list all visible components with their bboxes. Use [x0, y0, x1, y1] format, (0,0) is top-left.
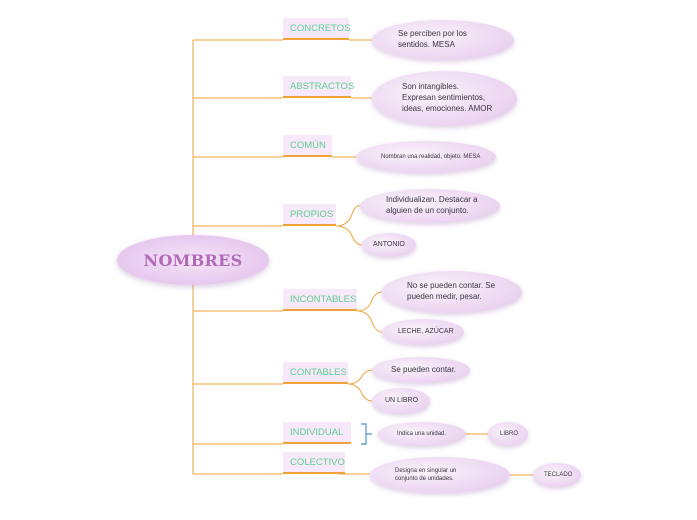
note-text: Nombran una realidad, objeto. MESA: [381, 153, 481, 160]
category-label: INDIVIDUAL: [290, 427, 344, 438]
note-comun[interactable]: Nombran una realidad, objeto. MESA: [356, 141, 496, 173]
note-text: Indica una unidad.: [397, 430, 447, 437]
category-incontables[interactable]: INCONTABLES: [283, 289, 357, 311]
note-incontables[interactable]: No se pueden contar. Se pueden medir, pe…: [382, 271, 522, 313]
category-concretos[interactable]: CONCRETOS: [283, 18, 351, 40]
category-label: COMÚN: [290, 140, 326, 151]
note-text: Designa en singular un conjunto de unida…: [395, 467, 457, 482]
category-label: COLECTIVO: [290, 457, 345, 468]
note-text: ANTONIO: [373, 241, 405, 249]
note-text: LECHE, AZÚCAR: [398, 328, 454, 336]
note-text: Son intangibles. Expresan sentimientos, …: [402, 82, 493, 113]
example-individual[interactable]: LIBRO: [488, 422, 528, 446]
note-text: Individualizan. Destacar a alguien de un…: [386, 195, 478, 215]
root-node-nombres[interactable]: NOMBRES: [117, 235, 269, 285]
note-abstractos[interactable]: Son intangibles. Expresan sentimientos, …: [372, 71, 517, 126]
note-text: Se perciben por los sentidos. MESA: [398, 29, 467, 49]
category-abstractos[interactable]: ABSTRACTOS: [283, 76, 355, 98]
example-incontables[interactable]: LECHE, AZÚCAR: [382, 319, 464, 345]
note-text: Se pueden contar.: [391, 364, 456, 374]
note-individual[interactable]: Indica una unidad.: [378, 422, 466, 446]
category-label: INCONTABLES: [290, 294, 357, 305]
category-propios[interactable]: PROPIOS: [283, 204, 336, 226]
category-colectivo[interactable]: COLECTIVO: [283, 452, 345, 474]
example-contables[interactable]: UN LIBRO: [372, 388, 430, 414]
note-text: LIBRO: [500, 430, 519, 437]
category-label: CONCRETOS: [290, 23, 351, 34]
note-concretos[interactable]: Se perciben por los sentidos. MESA: [372, 20, 514, 60]
category-label: PROPIOS: [290, 209, 334, 220]
example-colectivo[interactable]: TECLADO: [533, 463, 581, 487]
example-propios[interactable]: ANTONIO: [362, 233, 416, 257]
note-propios[interactable]: Individualizan. Destacar a alguien de un…: [360, 189, 500, 223]
category-contables[interactable]: CONTABLES: [283, 362, 348, 384]
note-text: TECLADO: [544, 471, 573, 478]
category-individual[interactable]: INDIVIDUAL: [283, 422, 351, 444]
note-colectivo[interactable]: Designa en singular un conjunto de unida…: [370, 457, 510, 493]
note-contables[interactable]: Se pueden contar.: [372, 357, 470, 383]
note-text: UN LIBRO: [385, 397, 419, 405]
note-text: No se pueden contar. Se pueden medir, pe…: [407, 281, 496, 301]
root-label: NOMBRES: [143, 250, 243, 270]
category-comun[interactable]: COMÚN: [283, 135, 332, 157]
category-label: CONTABLES: [290, 367, 347, 378]
category-label: ABSTRACTOS: [290, 81, 355, 92]
